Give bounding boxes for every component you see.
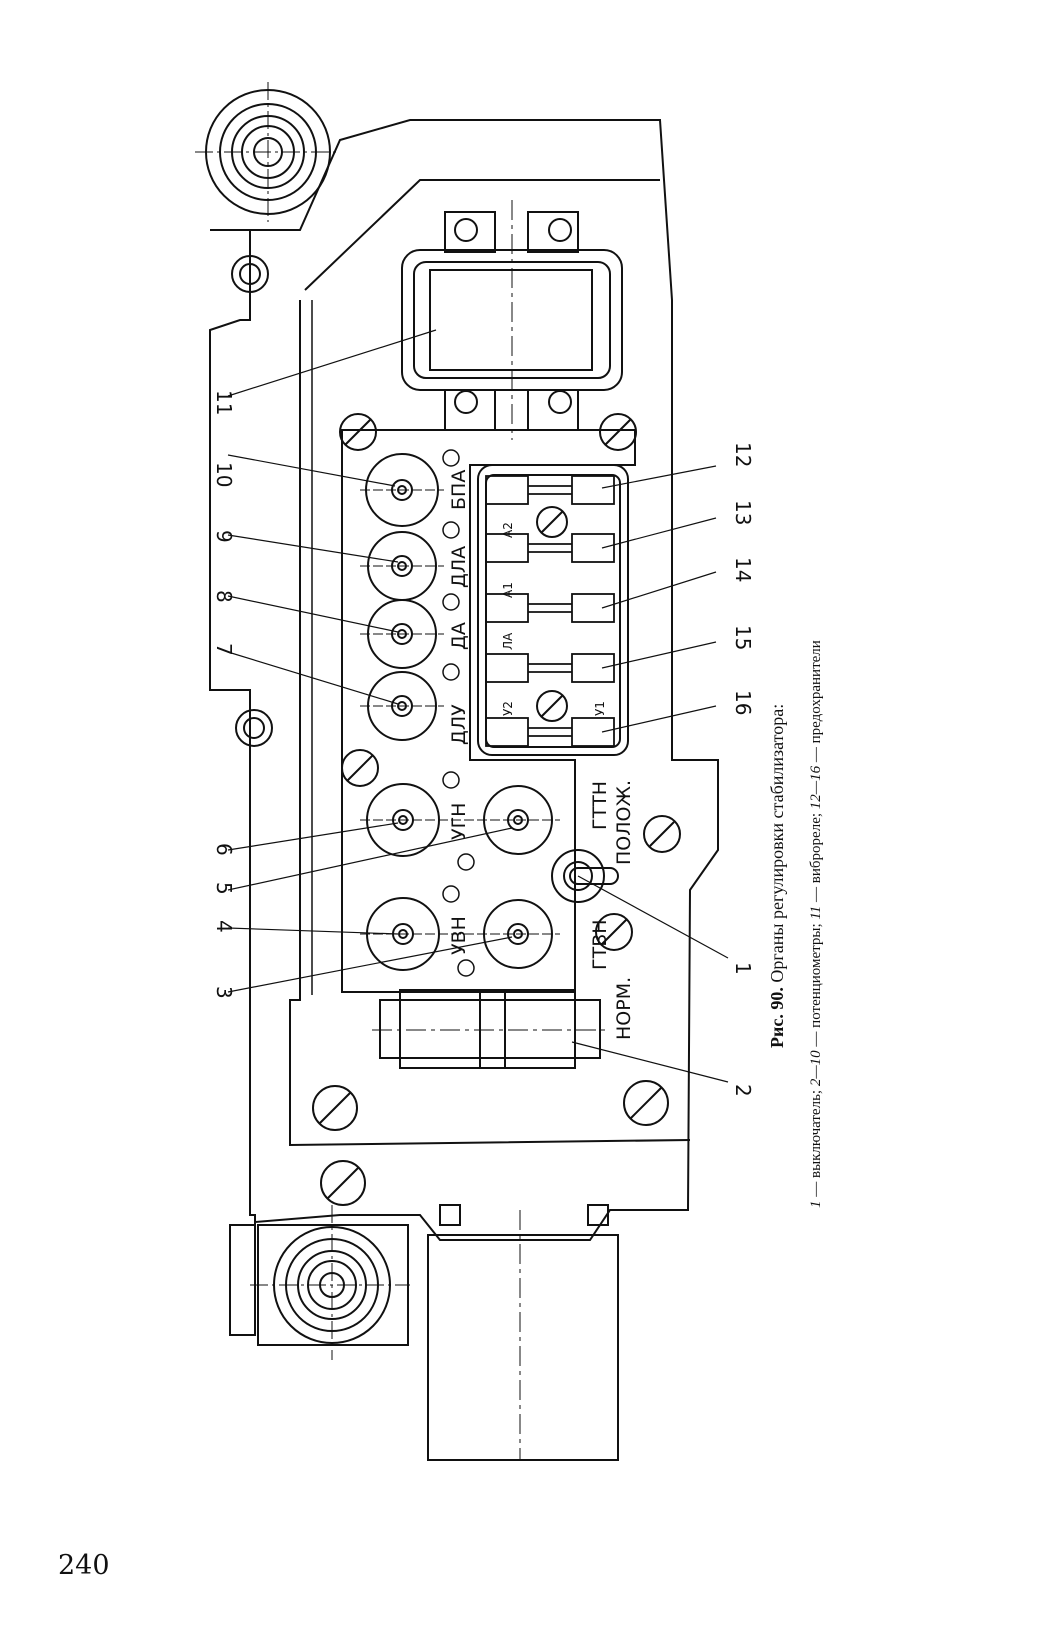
toggle-switch[interactable] (551, 849, 619, 903)
callout-12: 12 (731, 442, 755, 467)
fuse-label-u2: У2 (501, 701, 515, 716)
callout-4: 4 (212, 920, 236, 933)
callout-15: 15 (731, 625, 755, 650)
page-number: 240 (58, 1550, 110, 1581)
label-ugn: УГН (448, 803, 470, 840)
callout-3: 3 (212, 986, 236, 999)
legend-num-1: 1 (808, 1200, 824, 1209)
callout-11: 11 (212, 390, 236, 415)
top-mount (195, 82, 340, 222)
callout-1: 1 (731, 962, 755, 975)
callout-8: 8 (212, 590, 236, 603)
label-norm: НОРМ. (613, 977, 635, 1040)
fuse-label-a1: А1 (501, 582, 515, 598)
label-gttn: ГТТН (589, 781, 611, 830)
fuse-label-a2: А2 (501, 522, 515, 538)
label-gtvn: ГТВН (589, 919, 611, 970)
label-dla: ДЛА (448, 546, 470, 588)
legend-text-1: — выключатель; (808, 1086, 824, 1201)
legend-num-4: 12—16 (808, 765, 824, 810)
callout-5: 5 (212, 882, 236, 895)
label-polozh: ПОЛОЖ. (613, 780, 635, 865)
callout-6: 6 (212, 843, 236, 856)
vibrorelay (401, 200, 623, 440)
label-uvn: УВН (448, 916, 470, 955)
figure-caption-legend: 1 — выключатель; 2—10 — потенциометры; 1… (808, 640, 825, 1208)
callout-16: 16 (731, 690, 755, 715)
label-da: ДА (448, 622, 470, 650)
legend-text-4: — предохранители (808, 640, 824, 766)
fuse-block (477, 464, 629, 756)
fuse-label-la: ЛА (501, 632, 515, 650)
callout-10: 10 (212, 462, 236, 487)
fuse-label-u1: У1 (593, 701, 607, 716)
callout-2: 2 (731, 1084, 755, 1097)
edge-screws (231, 255, 681, 1206)
callout-7: 7 (212, 643, 236, 656)
potentiometer-cylinder (372, 989, 610, 1069)
test-jacks (442, 449, 475, 977)
housing-outline (209, 119, 719, 1336)
fuse (485, 593, 615, 623)
legend-text-2: — потенциометры; (808, 919, 824, 1051)
fuse (485, 717, 615, 747)
legend-text-3: — виброреле; (808, 809, 824, 906)
potentiometers (360, 453, 560, 971)
fuse (485, 533, 615, 563)
legend-num-2: 2—10 (808, 1050, 824, 1087)
legend-num-3: 11 (808, 905, 824, 920)
lower-cylinder (427, 1234, 619, 1461)
figure-title: Органы регулировки стабилизатора: (767, 703, 787, 983)
label-bpa: БПА (448, 470, 470, 510)
label-dlu: ДЛУ (448, 704, 470, 745)
fuse (485, 475, 615, 505)
callout-9: 9 (212, 530, 236, 543)
control-panel (341, 429, 636, 993)
figure-number: Рис. 90. (767, 987, 787, 1048)
callout-13: 13 (731, 500, 755, 525)
fuse (485, 653, 615, 683)
callout-14: 14 (731, 557, 755, 582)
figure-caption-title: Рис. 90. Органы регулировки стабилизатор… (767, 704, 788, 1048)
bottom-mount (250, 1205, 410, 1360)
